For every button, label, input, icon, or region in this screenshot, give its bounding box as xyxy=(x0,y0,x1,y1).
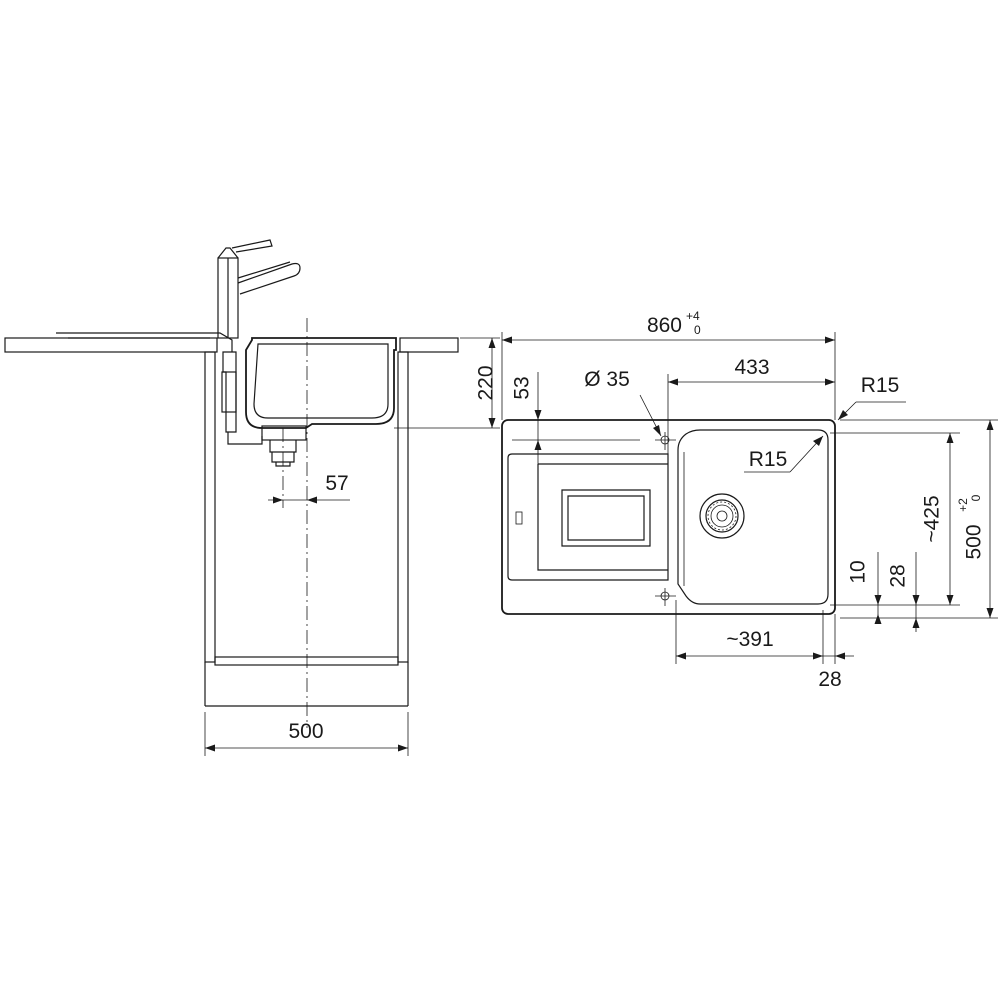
dim-label-r15-inner: R15 xyxy=(749,448,788,471)
cabinet-wall-right xyxy=(397,351,409,663)
dim-label-500-tol-plus: +2 xyxy=(956,498,970,512)
dimension-bowl-depth: 220 xyxy=(394,337,500,429)
bowl-area-top xyxy=(677,429,829,605)
waste-fitting xyxy=(221,351,307,467)
dim-label-433: 433 xyxy=(734,356,769,379)
dim-label-10: 10 xyxy=(847,560,870,583)
side-view: 220 57 500 xyxy=(4,239,500,756)
dimension-edge-28-vertical: 28 xyxy=(887,552,920,632)
dimension-edge-10: 10 xyxy=(847,552,882,624)
dimension-drain-offset: 57 xyxy=(268,472,350,504)
drainer-lip xyxy=(56,332,233,352)
dim-label-500-tol-minus: 0 xyxy=(969,494,983,501)
tap-hole-top-icon xyxy=(655,432,676,450)
drain-strainer-icon xyxy=(699,493,745,539)
dim-label-r15-outer: R15 xyxy=(861,374,900,397)
top-view: 860 +4 0 433 Ø 35 R15 R15 xyxy=(501,309,998,691)
dim-label-860-tol-minus: 0 xyxy=(694,323,701,337)
dimension-bowl-length: 433 xyxy=(667,356,835,454)
drainer-area xyxy=(507,453,669,581)
dim-label-425: ~425 xyxy=(921,495,944,542)
sink-bowl-outline xyxy=(245,337,397,429)
tap-side xyxy=(217,239,301,339)
dimension-tap-hole: Ø 35 xyxy=(584,368,662,437)
tap-hole-bottom-icon xyxy=(655,588,676,606)
dimension-bowl-width: ~425 xyxy=(830,432,960,606)
dim-label-391: ~391 xyxy=(726,628,773,651)
dim-label-220: 220 xyxy=(475,365,498,400)
dimension-tap-offset: 53 xyxy=(511,372,640,470)
dim-label-57: 57 xyxy=(325,472,348,495)
countertop-right xyxy=(399,337,459,353)
countertop-left xyxy=(4,337,218,353)
dim-label-500-width: 500 xyxy=(963,524,986,559)
dimension-overall-width: 500 +2 0 xyxy=(840,419,998,619)
cabinet-floor xyxy=(214,656,399,666)
sink-outline-top xyxy=(501,419,836,615)
dim-label-53: 53 xyxy=(511,376,534,399)
dimension-cabinet-width: 500 xyxy=(204,712,409,756)
dim-label-28-vertical: 28 xyxy=(887,564,910,587)
cabinet-wall-left xyxy=(204,351,216,663)
dim-label-28-horizontal: 28 xyxy=(818,668,841,691)
dimension-overall-length: 860 +4 0 xyxy=(501,309,836,420)
dimension-radius-inner: R15 xyxy=(744,435,824,473)
dimension-radius-outer: R15 xyxy=(837,374,906,421)
dimension-drainer-length: ~391 xyxy=(675,600,854,664)
dimension-edge-28-horizontal: 28 xyxy=(818,668,841,691)
dim-label-500: 500 xyxy=(288,720,323,743)
dim-label-860-tol-plus: +4 xyxy=(686,309,700,323)
dim-label-tap-hole: Ø 35 xyxy=(584,368,630,391)
dim-label-860: 860 xyxy=(647,314,682,337)
